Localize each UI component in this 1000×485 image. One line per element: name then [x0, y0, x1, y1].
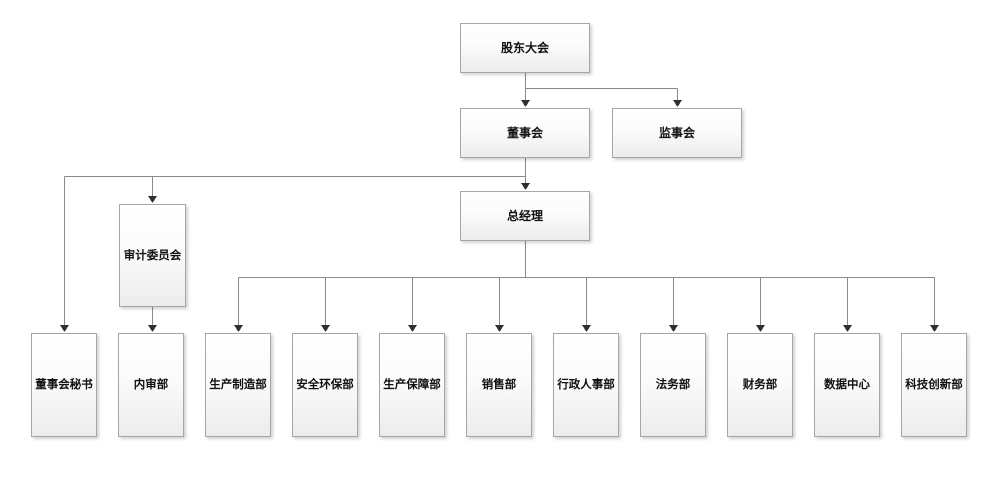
org-node-label: 科技创新部 [905, 377, 963, 392]
org-node-admin-hr-dept[interactable]: 行政人事部 [553, 333, 619, 437]
org-node-legal-dept[interactable]: 法务部 [640, 333, 706, 437]
org-node-label: 总经理 [506, 208, 543, 223]
org-node-label: 销售部 [481, 377, 517, 392]
org-node-board-of-directors[interactable]: 董事会 [460, 108, 590, 158]
org-node-sales-dept[interactable]: 销售部 [466, 333, 532, 437]
org-node-production-manufacturing-dept[interactable]: 生产制造部 [205, 333, 271, 437]
org-node-label: 法务部 [655, 377, 691, 392]
org-node-tech-innovation-dept[interactable]: 科技创新部 [901, 333, 967, 437]
org-node-label: 生产制造部 [209, 377, 267, 392]
org-node-safety-environment-dept[interactable]: 安全环保部 [292, 333, 358, 437]
org-node-label: 内审部 [133, 377, 169, 392]
org-node-shareholders-meeting[interactable]: 股东大会 [460, 23, 590, 73]
org-node-label: 数据中心 [824, 377, 870, 392]
org-node-data-center[interactable]: 数据中心 [814, 333, 880, 437]
org-node-supervisory-board[interactable]: 监事会 [612, 108, 742, 158]
org-node-label: 董事会秘书 [35, 377, 93, 392]
org-node-general-manager[interactable]: 总经理 [460, 191, 590, 241]
org-node-label: 股东大会 [500, 40, 549, 55]
org-node-label: 安全环保部 [296, 377, 354, 392]
org-node-label: 董事会 [506, 125, 543, 140]
org-node-board-secretary[interactable]: 董事会秘书 [31, 333, 97, 437]
org-node-label: 财务部 [742, 377, 778, 392]
org-node-label: 监事会 [658, 125, 695, 140]
org-node-internal-audit-dept[interactable]: 内审部 [118, 333, 184, 437]
org-node-label: 行政人事部 [557, 377, 615, 392]
org-node-production-support-dept[interactable]: 生产保障部 [379, 333, 445, 437]
org-node-finance-dept[interactable]: 财务部 [727, 333, 793, 437]
org-node-label: 生产保障部 [383, 377, 441, 392]
org-node-audit-committee[interactable]: 审计委员会 [119, 204, 186, 307]
org-node-label: 审计委员会 [123, 247, 182, 262]
